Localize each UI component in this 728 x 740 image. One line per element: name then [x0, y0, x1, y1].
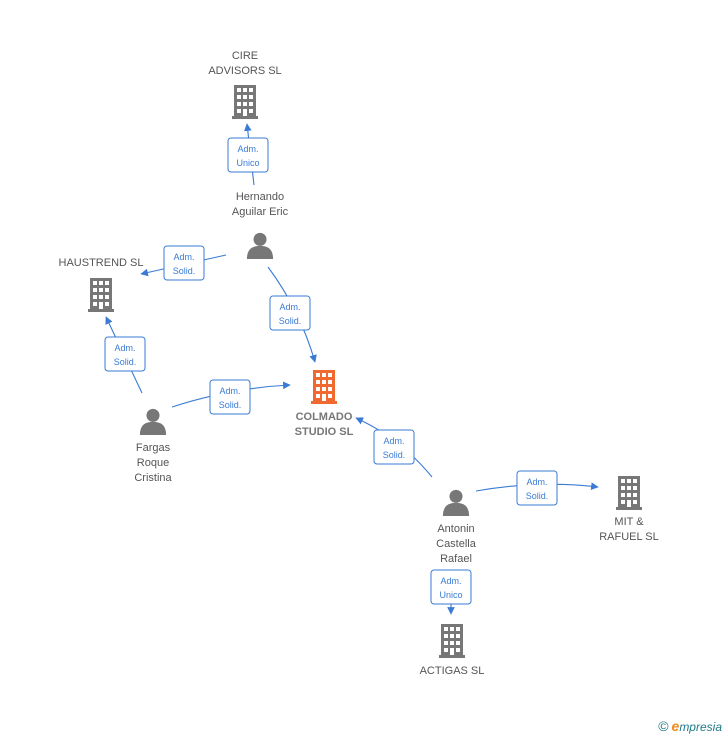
edge-hernando-colmado: Adm. Solid.	[267, 266, 317, 363]
edge-role-label: Adm. Solid.	[163, 245, 205, 281]
building-icon	[88, 278, 114, 312]
edge-role-text: Adm.	[237, 144, 258, 154]
node-colmado[interactable]: COLMADO STUDIO SL	[295, 370, 354, 438]
edge-antonin-mit: Adm. Solid.	[475, 470, 599, 506]
edge-hernando-haustrend: Adm. Solid.	[140, 245, 227, 281]
node-label: CIRE	[232, 50, 258, 62]
edge-role-text: Adm.	[279, 302, 300, 312]
edge-role-text: Unico	[236, 158, 259, 168]
node-label: ACTIGAS SL	[420, 665, 485, 677]
edge-fargas-colmado: Adm. Solid.	[171, 379, 291, 415]
edge-role-text: Solid.	[383, 450, 406, 460]
person-icon	[139, 408, 167, 435]
edge-role-label: Adm. Solid.	[373, 429, 415, 465]
node-label: MIT &	[614, 516, 644, 528]
edge-role-text: Adm.	[114, 343, 135, 353]
edge-role-label: Adm. Solid.	[104, 336, 146, 372]
building-icon	[616, 476, 642, 510]
edge-role-text: Adm.	[219, 386, 240, 396]
edge-role-label: Adm. Unico	[430, 569, 472, 605]
edge-antonin-colmado: Adm. Solid.	[355, 417, 433, 478]
node-label: RAFUEL SL	[599, 531, 659, 543]
node-label: Hernando	[236, 191, 284, 203]
node-label: Aguilar Eric	[232, 206, 289, 218]
node-cire[interactable]: CIRE ADVISORS SL	[208, 50, 282, 119]
edge-role-text: Unico	[439, 590, 462, 600]
node-label: COLMADO	[296, 411, 353, 423]
node-label: Antonin	[437, 523, 474, 535]
node-label: Cristina	[134, 472, 172, 484]
person-icon	[442, 489, 470, 516]
edge-role-label: Adm. Solid.	[269, 295, 311, 331]
copyright-icon: ©	[658, 718, 669, 734]
edge-role-text: Solid.	[219, 400, 242, 410]
person-icon	[246, 232, 274, 259]
building-icon	[311, 370, 337, 404]
node-label: HAUSTREND SL	[59, 257, 144, 269]
node-label: Roque	[137, 457, 169, 469]
edge-role-label: Adm. Solid.	[209, 379, 251, 415]
brand-initial: e	[671, 718, 680, 734]
node-label: Castella	[436, 538, 477, 550]
edge-fargas-haustrend: Adm. Solid.	[104, 316, 146, 394]
edge-role-label: Adm. Solid.	[516, 470, 558, 506]
building-icon	[232, 85, 258, 119]
edge-role-text: Solid.	[114, 357, 137, 367]
node-label: Fargas	[136, 442, 171, 454]
node-label: STUDIO SL	[295, 426, 354, 438]
node-mit[interactable]: MIT & RAFUEL SL	[599, 476, 659, 543]
edge-role-label: Adm. Unico	[227, 137, 269, 173]
edge-role-text: Solid.	[173, 266, 196, 276]
building-icon	[439, 624, 465, 658]
edge-role-text: Adm.	[526, 477, 547, 487]
node-label: ADVISORS SL	[208, 65, 281, 77]
edge-role-text: Adm.	[383, 436, 404, 446]
edge-role-text: Adm.	[173, 252, 194, 262]
edge-role-text: Solid.	[279, 316, 302, 326]
edge-role-text: Solid.	[526, 491, 549, 501]
node-actigas[interactable]: ACTIGAS SL	[420, 624, 485, 677]
empresia-logo: ©empresia	[658, 718, 722, 734]
edge-role-text: Adm.	[440, 576, 461, 586]
edge-hernando-cire: Adm. Unico	[227, 123, 269, 186]
node-haustrend[interactable]: HAUSTREND SL	[59, 257, 144, 312]
brand-name: mpresia	[679, 720, 722, 734]
edge-antonin-actigas: Adm. Unico	[430, 569, 472, 615]
node-label: Rafael	[440, 553, 472, 565]
